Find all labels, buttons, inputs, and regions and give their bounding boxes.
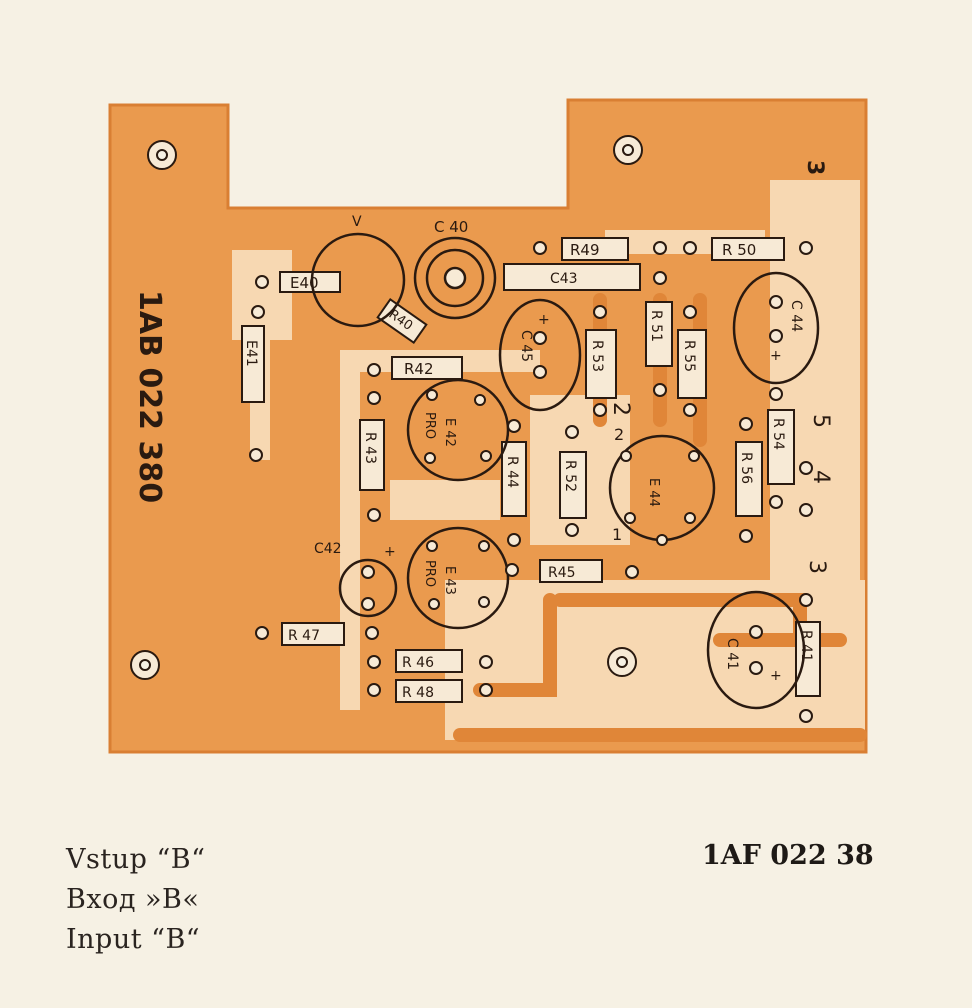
label-plus-c44: + [770,348,782,364]
label-pro-e42: PRO [422,412,437,439]
label-c44: C 44 [788,300,804,332]
board-marking: 1AB 022 380 [132,290,167,503]
label-r41: R 41 [798,630,814,662]
pin-2-mid: 2 [614,425,624,444]
copper-traces [232,180,865,740]
label-e40: E40 [290,274,319,292]
component-labels: V C 40 E40 E41 R40 R42 R 43 R 44 R45 R 4… [243,214,814,701]
label-r47: R 47 [288,628,320,644]
label-e41: E41 [243,340,259,367]
solder-pads [249,241,813,723]
label-c45: C 45 [518,330,534,362]
label-r56: R 56 [738,452,754,484]
pin-3: 3 [804,560,829,574]
label-r42: R42 [404,360,434,378]
pin-1: 1 [612,525,622,544]
pin-4: 4 [808,470,833,484]
label-r43: R 43 [362,432,378,464]
label-c42: C42 [314,541,342,557]
caption-czech: Vstup “B“ [66,844,206,875]
label-r52: R 52 [562,460,578,492]
label-r44: R 44 [504,456,520,488]
label-plus-c41: + [770,668,782,684]
label-r45: R45 [548,565,576,581]
label-r55: R 55 [681,340,697,372]
label-r50: R 50 [722,241,756,259]
label-pro-e43: PRO [422,560,437,587]
label-e42: E 42 [442,418,457,447]
label-plus-c42: + [384,544,396,560]
label-r54: R 54 [770,418,786,450]
label-r51: R 51 [648,310,664,342]
round-components [310,232,820,710]
label-e44: E 44 [646,478,661,507]
label-plus-c45: + [538,312,550,328]
board-corner-mark: 3 [802,160,827,175]
label-c41: C 41 [724,638,740,670]
resistor-bodies [241,237,821,703]
pin-5: 5 [808,414,833,428]
mounting-holes [130,135,643,680]
label-e43: E 43 [442,566,457,595]
label-v: V [352,214,362,230]
caption-english: Input “B“ [66,924,201,955]
label-r48: R 48 [402,685,434,701]
label-r46: R 46 [402,655,434,671]
label-c40: C 40 [434,218,468,236]
label-r53: R 53 [589,340,605,372]
pin-2-left: 2 [608,402,633,416]
label-r49: R49 [570,241,600,259]
pin-markers: 2 2 1 5 4 3 [608,402,833,574]
label-c43: C43 [550,271,578,287]
caption-russian: Вход »B« [66,884,200,915]
part-number: 1AF 022 38 [702,840,874,871]
